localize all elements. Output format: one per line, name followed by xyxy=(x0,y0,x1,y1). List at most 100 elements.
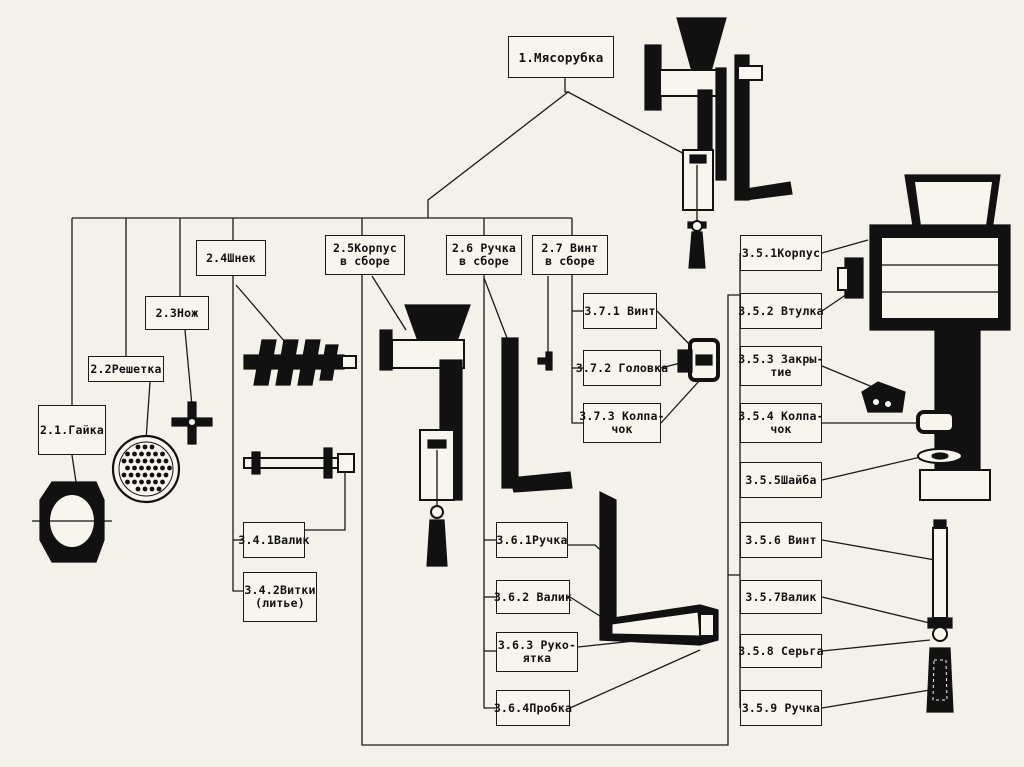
node-2-2-grate: 2.2Решетка xyxy=(88,356,164,382)
grate-hole xyxy=(121,458,127,464)
grate-hole xyxy=(125,479,130,485)
node-label-line2: тие xyxy=(770,365,792,379)
node-3-5-7-shaft: 3.5.7Валик xyxy=(740,580,822,614)
node-label: 3.7.1 Винт xyxy=(584,303,656,318)
grate-hole xyxy=(160,451,165,457)
grate-icon xyxy=(111,434,181,504)
grate-hole xyxy=(153,451,158,457)
node-label: 3.5.7Валик xyxy=(745,589,817,604)
nut-icon xyxy=(32,481,112,563)
grate-hole xyxy=(156,458,162,464)
node-label: 3.6.2 Валик xyxy=(493,589,573,604)
grate-hole xyxy=(132,465,137,471)
node-label: 1.Мясорубка xyxy=(518,49,604,65)
node-3-5-5-washer: 3.5.5Шайба xyxy=(740,462,822,498)
grate-hole xyxy=(135,472,141,478)
grate-hole xyxy=(132,451,137,457)
grate-hole xyxy=(139,465,144,471)
grate-hole xyxy=(156,486,162,492)
node-label: 2.3Нож xyxy=(155,305,199,320)
node-label-line1: 2.7 Винт xyxy=(541,241,599,255)
cap-icon xyxy=(916,410,956,434)
node-label-line2: в сборе xyxy=(340,254,390,268)
screw-small-icon xyxy=(537,351,553,371)
node-3-7-1-screw: 3.7.1 Винт xyxy=(583,293,657,329)
node-3-5-1-body: 3.5.1Корпус xyxy=(740,235,822,271)
node-2-4-auger: 2.4Шнек xyxy=(196,240,266,276)
node-label: 3.5.2 Втулка xyxy=(738,303,824,318)
node-3-6-1-handle: 3.6.1Ручка xyxy=(496,522,568,558)
grinder-assembly-icon xyxy=(644,17,793,269)
node-label-line1: 3.5.4 Колпа- xyxy=(738,409,824,423)
node-label: 3.4.1Валик xyxy=(238,532,310,547)
grate-hole xyxy=(121,472,127,478)
node-label-line1: 3.7.3 Колпа- xyxy=(579,409,665,423)
grate-hole xyxy=(142,458,148,464)
node-3-4-1-shaft: 3.4.1Валик xyxy=(238,522,309,558)
node-3-6-3-grip: 3.6.3 Руко- ятка xyxy=(496,632,578,672)
grate-hole xyxy=(135,444,141,450)
node-2-5-body-assembly: 2.5Корпус в сборе xyxy=(325,235,405,275)
grate-hole xyxy=(146,465,151,471)
grate-hole xyxy=(135,458,141,464)
grate-hole xyxy=(142,486,148,492)
node-label-line1: 2.6 Ручка xyxy=(451,241,517,255)
grate-hole xyxy=(139,451,144,457)
clamp-screw-icon xyxy=(926,519,954,713)
grate-hole xyxy=(125,451,130,457)
node-label-line2: чок xyxy=(770,422,792,436)
closure-icon xyxy=(861,381,906,413)
grate-hole xyxy=(128,458,134,464)
node-2-7-screw-assembly: 2.7 Винт в сборе xyxy=(532,235,608,275)
node-label: 3.6.1Ручка xyxy=(496,532,568,547)
node-3-5-2-bushing: 3.5.2 Втулка xyxy=(738,293,824,329)
grate-hole xyxy=(167,465,172,471)
node-label: 2.1.Гайка xyxy=(39,422,105,437)
node-label: 3.5.9 Ручка xyxy=(741,700,821,715)
node-label-line1: 3.6.3 Руко- xyxy=(497,638,577,652)
node-3-7-3-cap: 3.7.3 Колпа- чок xyxy=(579,403,665,443)
grate-hole xyxy=(139,479,144,485)
grate-hole xyxy=(153,479,158,485)
grate-hole xyxy=(135,486,141,492)
node-3-5-4-cap: 3.5.4 Колпа- чок xyxy=(738,403,824,443)
node-label: 3.5.1Корпус xyxy=(741,245,821,260)
shaft-icon xyxy=(243,447,355,479)
grate-hole xyxy=(149,444,155,450)
grate-hole xyxy=(149,486,155,492)
grate-hole xyxy=(163,472,169,478)
washer-icon xyxy=(917,448,963,464)
handle-assembly-icon xyxy=(501,337,573,493)
node-3-5-8-earring: 3.5.8 Серьга xyxy=(738,634,824,668)
grate-hole xyxy=(153,465,158,471)
node-label: 3.5.6 Винт xyxy=(745,532,817,547)
node-3-5-6-screw: 3.5.6 Винт xyxy=(740,522,822,558)
node-label-line1: 3.4.2Витки xyxy=(244,583,316,597)
grate-hole xyxy=(156,472,162,478)
grate-hole xyxy=(125,465,130,471)
grate-hole xyxy=(160,465,165,471)
screw-head-icon xyxy=(677,338,720,382)
grate-hole xyxy=(142,472,148,478)
grate-hole xyxy=(146,451,151,457)
node-2-1-nut: 2.1.Гайка xyxy=(38,405,106,455)
node-label: 2.2Решетка xyxy=(90,361,162,376)
handle-grip-icon xyxy=(599,604,719,646)
node-label-line2: в сборе xyxy=(545,254,595,268)
node-label: 2.4Шнек xyxy=(206,250,256,265)
grate-hole xyxy=(132,479,137,485)
grate-hole xyxy=(149,472,155,478)
node-3-5-9-handle: 3.5.9 Ручка xyxy=(740,690,822,726)
node-label: 3.6.4Пробка xyxy=(493,700,573,715)
node-label-line1: 3.5.3 Закры- xyxy=(738,352,824,366)
node-3-7-2-head: 3.7.2 Головка xyxy=(576,350,668,386)
node-label-line2: в сборе xyxy=(459,254,509,268)
body-assembly-icon xyxy=(379,304,471,567)
node-3-5-3-closure: 3.5.3 Закры- тие xyxy=(738,346,824,386)
node-3-6-2-shaft: 3.6.2 Валик xyxy=(493,580,573,614)
node-label-line2: (литье) xyxy=(255,596,305,610)
auger-icon xyxy=(243,339,357,386)
knife-icon xyxy=(171,401,213,445)
